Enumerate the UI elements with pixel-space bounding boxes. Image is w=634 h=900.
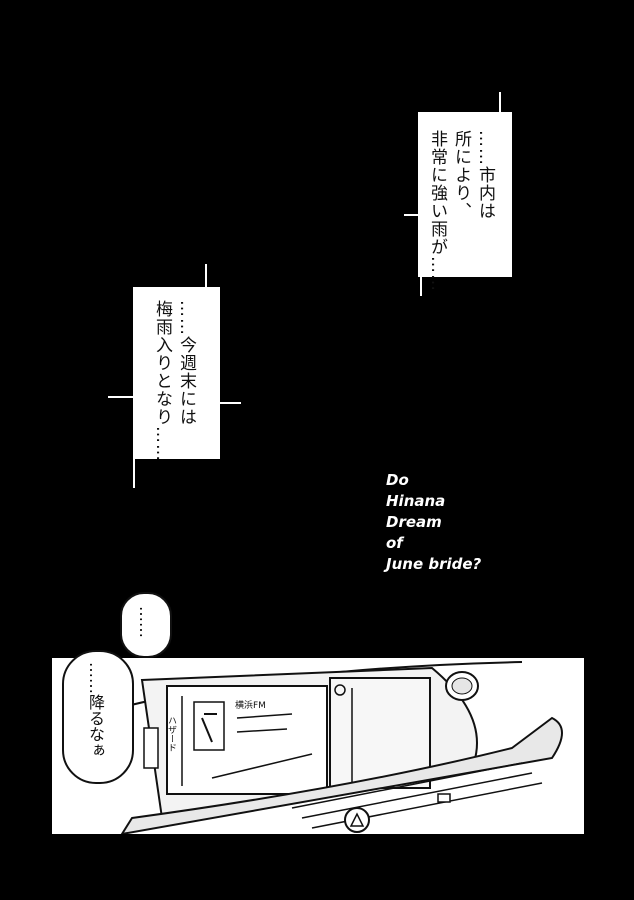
spark-line (205, 264, 207, 288)
spark-line (133, 458, 135, 488)
caption-top-right-line-2: 所により、 (451, 130, 471, 220)
title-line-3: Dream (386, 513, 442, 531)
caption-left-line-2: 梅雨入りとなり…… (152, 300, 172, 462)
speech-bubble-main-text: ……降るなぁ (86, 662, 105, 758)
caption-top-right-line-3: 非常に強い雨が…… (427, 130, 447, 292)
spark-line (219, 402, 241, 404)
dashboard-illustration (81, 661, 563, 834)
caption-box-left (133, 287, 220, 459)
caption-left-text: ……今週末には 梅雨入りとなり…… (150, 300, 198, 462)
title-line-1: Do (386, 471, 409, 489)
speech-bubble-small-text: …… (136, 606, 155, 638)
spark-line (108, 396, 134, 398)
radio-station-label: 横浜FM (235, 701, 266, 711)
dashboard-panel: 横浜FM ハザード (52, 658, 584, 834)
caption-top-right-text: ……市内は 所により、 非常に強い雨が…… (425, 130, 497, 292)
caption-left-line-1: ……今週末には (176, 300, 196, 426)
speech-bubble-main (62, 650, 134, 784)
speech-bubble-small (120, 592, 172, 658)
spark-line (420, 276, 422, 296)
title-line-5: June bride? (386, 555, 482, 573)
spark-line (404, 214, 422, 216)
story-title: Do Hinana Dream of June bride? (386, 470, 481, 575)
title-line-4: of (386, 534, 403, 552)
spark-line (499, 92, 501, 114)
title-line-2: Hinana (386, 492, 446, 510)
radio-side-label: ハザード (166, 716, 176, 752)
caption-top-right-line-1: ……市内は (475, 130, 495, 220)
caption-box-top-right (418, 112, 512, 277)
